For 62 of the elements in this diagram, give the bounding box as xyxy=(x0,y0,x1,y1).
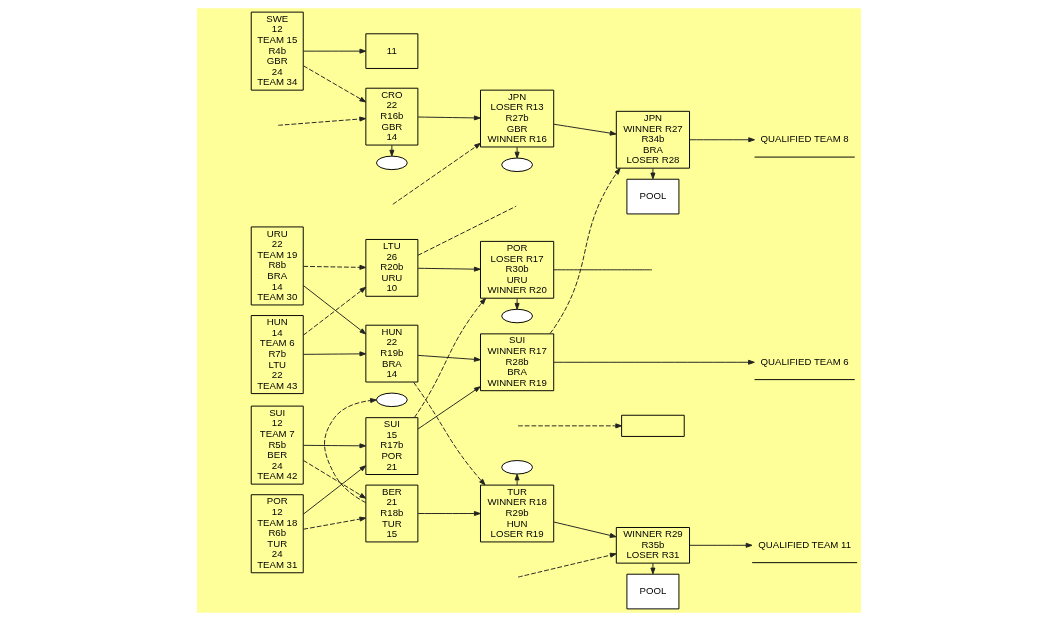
node-box: SWE 12 TEAM 15 R4b GBR 24 TEAM 34 xyxy=(250,11,304,91)
node-ellipse xyxy=(375,155,408,171)
node-box: SUI 15 R17b POR 21 xyxy=(364,417,418,475)
node-box: BER 21 R18b TUR 15 xyxy=(364,484,418,543)
node-box: LTU 26 R20b URU 10 xyxy=(364,239,418,297)
connector xyxy=(552,269,652,271)
arrow xyxy=(649,167,655,180)
node-ellipse xyxy=(375,392,408,408)
arrow xyxy=(417,386,481,430)
arrow xyxy=(552,359,755,365)
node-box: HUN 22 R19b BRA 14 xyxy=(364,324,418,383)
node-text: QUALIFIED TEAM 6 xyxy=(760,355,849,367)
arrow xyxy=(302,264,366,270)
arrow xyxy=(412,381,485,486)
arrow xyxy=(417,511,481,516)
arrow xyxy=(302,516,366,530)
node-box xyxy=(620,414,685,437)
node-box: CRO 22 R16b GBR 14 xyxy=(364,87,418,146)
arrow xyxy=(688,137,755,143)
arrow xyxy=(302,351,366,357)
arrow xyxy=(417,266,481,272)
node-box: POR LOSER R17 R30b URU WINNER R20 xyxy=(479,240,554,299)
node-text: QUALIFIED TEAM 11 xyxy=(757,538,851,550)
arrow xyxy=(552,123,616,136)
node-box: POOL xyxy=(625,573,679,610)
node-box: JPN WINNER R27 R34b BRA LOSER R28 xyxy=(615,110,690,169)
node-box: URU 22 TEAM 19 R8b BRA 14 TEAM 30 xyxy=(250,226,304,306)
arrow xyxy=(688,542,752,548)
node-ellipse xyxy=(500,308,533,324)
arrow xyxy=(323,398,377,504)
arrow xyxy=(302,48,366,54)
node-box: HUN 14 TEAM 6 R7b LTU 22 TEAM 43 xyxy=(250,315,304,395)
node-box: POR 12 TEAM 18 R6b TUR 24 TEAM 31 xyxy=(250,494,304,574)
node-ellipse xyxy=(500,460,533,475)
connector xyxy=(417,205,517,256)
arrow xyxy=(417,354,481,362)
arrow xyxy=(388,144,394,157)
node-box: SUI WINNER R17 R28b BRA WINNER R19 xyxy=(479,333,554,392)
arrow xyxy=(514,297,520,310)
arrow xyxy=(302,443,366,449)
node-box: SUI 12 TEAM 7 R5b BER 24 TEAM 42 xyxy=(250,405,304,485)
arrow xyxy=(391,142,481,205)
arrow xyxy=(552,521,616,538)
arrow xyxy=(302,465,366,515)
node-box: WINNER R29 R35b LOSER R31 xyxy=(615,527,690,564)
node-ellipse xyxy=(500,157,533,172)
arrow xyxy=(277,116,366,126)
node-box: POOL xyxy=(625,178,679,215)
arrow xyxy=(413,297,486,419)
arrow xyxy=(514,473,520,486)
arrow xyxy=(417,115,481,121)
node-box: JPN LOSER R13 R27b GBR WINNER R16 xyxy=(479,89,554,148)
node-box: 11 xyxy=(364,33,418,69)
node-text: QUALIFIED TEAM 8 xyxy=(760,133,849,145)
arrow xyxy=(302,65,366,103)
arrow xyxy=(549,168,620,335)
arrow xyxy=(517,552,617,578)
arrow xyxy=(514,146,520,159)
arrow xyxy=(649,562,655,575)
node-box: TUR WINNER R18 R29b HUN LOSER R19 xyxy=(479,484,554,543)
arrow xyxy=(517,423,622,429)
arrow xyxy=(302,460,366,499)
